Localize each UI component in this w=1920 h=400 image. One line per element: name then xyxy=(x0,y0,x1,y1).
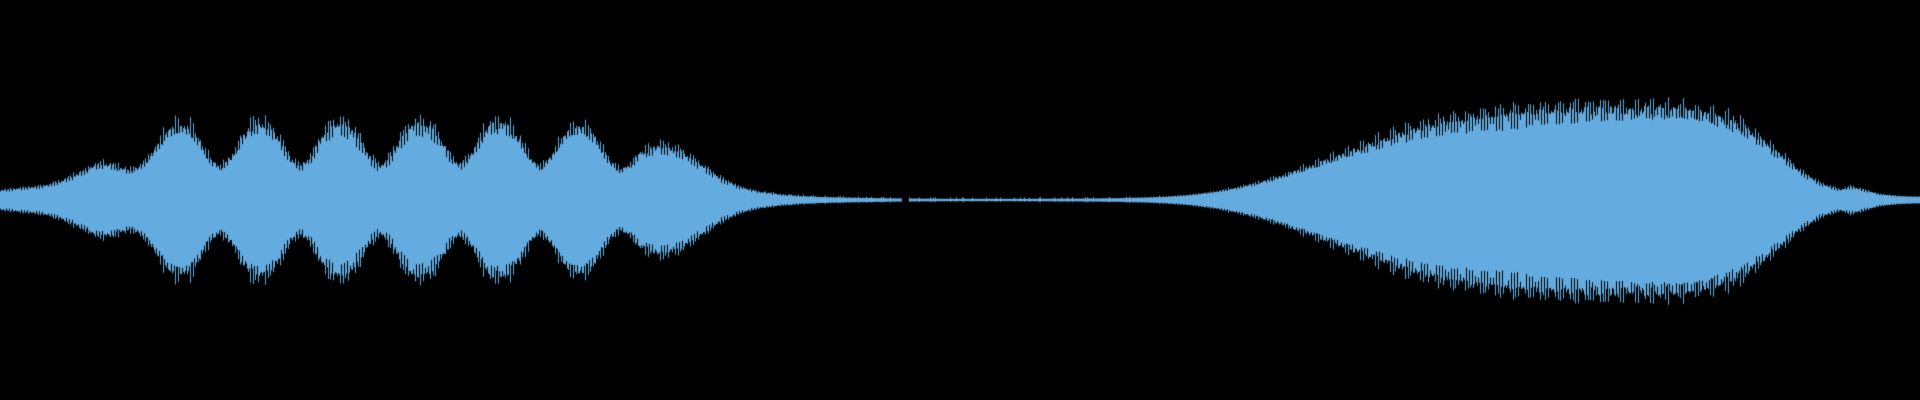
waveform-canvas[interactable] xyxy=(0,0,1920,400)
waveform-viewer[interactable]: Audio Waveform xyxy=(0,0,1920,400)
